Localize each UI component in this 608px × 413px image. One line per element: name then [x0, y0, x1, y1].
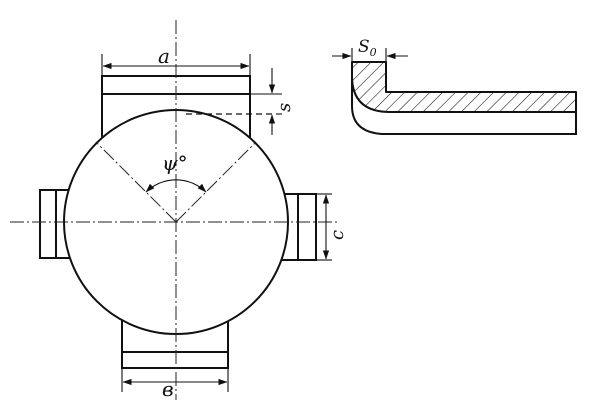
angle-psi-arc — [145, 179, 207, 193]
blank-plan-view: ψ° a s c в — [10, 20, 348, 401]
section-outer-profile — [351, 75, 577, 135]
dim-s0-label: S0 — [358, 37, 377, 59]
dim-b-label: в — [162, 377, 174, 401]
dim-c-label: c — [327, 230, 348, 240]
angle-psi-label: ψ° — [162, 151, 188, 175]
bent-section-view: S0 — [332, 37, 577, 135]
dim-s0-letter: S — [358, 37, 370, 57]
dim-s0-subscript: 0 — [370, 46, 377, 59]
angle-ray-right — [175, 141, 257, 223]
dim-s-label: s — [274, 103, 295, 112]
dim-a-label: a — [158, 44, 170, 68]
hatched-section — [351, 61, 577, 113]
angle-ray-left — [95, 141, 177, 223]
